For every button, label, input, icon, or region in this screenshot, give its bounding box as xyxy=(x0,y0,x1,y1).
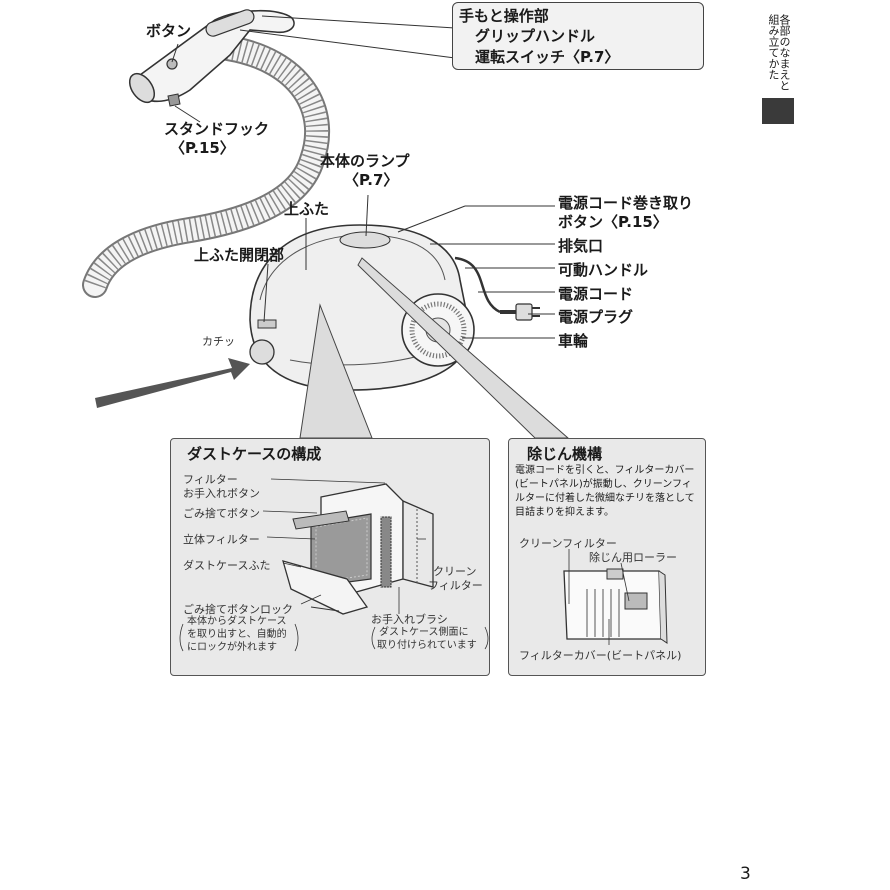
grip-controls-callout: 手もと操作部 グリップハンドル 運転スイッチ〈P.7〉 xyxy=(452,2,704,70)
lamp-page: 〈P.7〉 xyxy=(344,171,399,189)
insert-arrow-icon xyxy=(95,358,250,408)
stand-hook-label: スタンドフック xyxy=(164,120,270,138)
filter-button-label: フィルター xyxy=(183,473,238,486)
dust-removal-panel: 除じん機構 電源コードを引くと、フィルターカバー(ビートパネル)が振動し、クリー… xyxy=(508,438,706,676)
case-lid xyxy=(282,560,369,615)
button-label: ボタン xyxy=(146,22,192,40)
top-cover-latch-label: 上ふた開閉部 xyxy=(194,246,285,264)
dust-case-drawing xyxy=(179,478,489,652)
section-tab-marker xyxy=(762,98,794,124)
beat-panel-ribs xyxy=(586,589,620,637)
clean-filter-label: クリーン xyxy=(433,565,477,578)
movable-handle-label: 可動ハンドル xyxy=(558,261,649,279)
power-switch-label: 運転スイッチ〈P.7〉 xyxy=(475,48,620,66)
dump-lock-label: ごみ捨てボタンロック xyxy=(183,603,293,616)
clean-filter-label-2: フィルター xyxy=(428,579,483,592)
top-cover-label: 上ふた xyxy=(284,200,330,218)
power-cord-label: 電源コード xyxy=(558,285,634,303)
cord-rewind-label: 電源コード巻き取り xyxy=(558,194,694,212)
filter-cover-callout: フィルターカバー(ビートパネル) xyxy=(519,649,682,662)
grip-handle xyxy=(128,9,295,107)
brush-label: お手入れブラシ xyxy=(371,613,448,626)
dump-lock-note-2: を取り出すと、自動的 xyxy=(187,629,287,640)
section-tab-label: 各部のなまえと組み立てかた xyxy=(767,14,791,91)
lamp-label: 本体のランプ xyxy=(320,152,410,170)
solid-filter-label: 立体フィルター xyxy=(183,533,260,546)
case-lid-label: ダストケースふた xyxy=(183,559,271,572)
dust-removal-title: 除じん機構 xyxy=(527,445,603,463)
filter-button-label-2: お手入れボタン xyxy=(183,487,260,500)
power-plug-label: 電源プラグ xyxy=(558,308,634,326)
grip-handle-label: グリップハンドル xyxy=(475,27,596,45)
dust-removal-description: 電源コードを引くと、フィルターカバー(ビートパネル)が振動し、クリーンフィルター… xyxy=(515,465,695,518)
dust-removal-drawing xyxy=(563,549,668,645)
exhaust-label: 排気口 xyxy=(558,237,604,255)
stand-hook-page: 〈P.15〉 xyxy=(170,139,235,157)
cord-rewind-page: ボタン〈P.15〉 xyxy=(558,213,668,231)
roller-callout: 除じん用ローラー xyxy=(589,551,677,564)
grip-controls-title: 手もと操作部 xyxy=(459,7,549,25)
dust-case-title: ダストケースの構成 xyxy=(187,445,322,463)
page-number: 3 xyxy=(740,864,751,884)
dump-lock-note-3: にロックが外れます xyxy=(187,642,277,653)
clean-filter-callout: クリーンフィルター xyxy=(519,537,617,550)
wheel-label: 車輪 xyxy=(558,332,589,350)
click-label: カチッ xyxy=(202,335,235,348)
brush-note-2: 取り付けられています xyxy=(377,640,477,651)
roller-icon xyxy=(624,592,648,610)
dump-button-label: ごみ捨てボタン xyxy=(183,507,260,520)
brush-note-1: ダストケース側面に xyxy=(379,627,469,638)
solid-filter xyxy=(310,513,372,588)
dust-case-panel: ダストケースの構成 フィルター お手入れボタン xyxy=(170,438,490,676)
dump-lock-note-1: 本体からダストケース xyxy=(187,616,287,627)
